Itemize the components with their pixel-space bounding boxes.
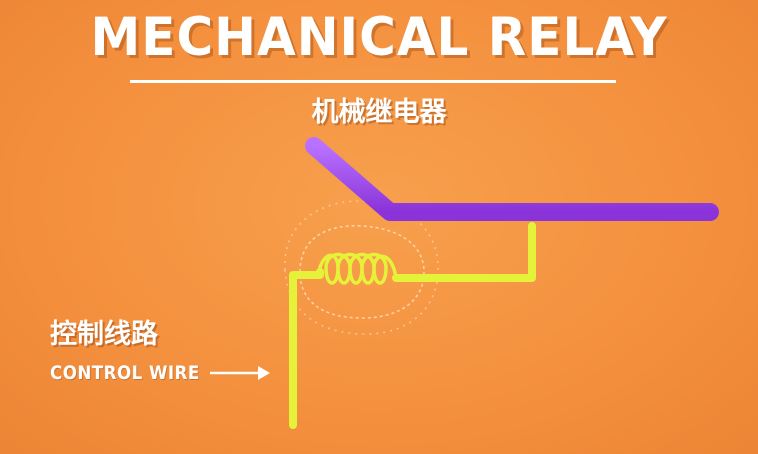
field-ring-inner — [299, 225, 425, 319]
control-wire-return — [392, 222, 536, 282]
magnetic-field-rings — [284, 200, 439, 335]
subtitle-chinese: 机械继电器 — [311, 97, 447, 128]
control-label-chinese: 控制线路 — [50, 319, 158, 350]
control-wire — [289, 268, 324, 429]
title-underline — [130, 80, 616, 83]
relay-armature — [305, 137, 719, 221]
control-label-english: CONTROL WIRE — [50, 362, 200, 384]
arrow-right-icon — [210, 366, 270, 380]
relay-coil — [316, 252, 398, 285]
page-title: MECHANICAL RELAY — [90, 6, 668, 68]
